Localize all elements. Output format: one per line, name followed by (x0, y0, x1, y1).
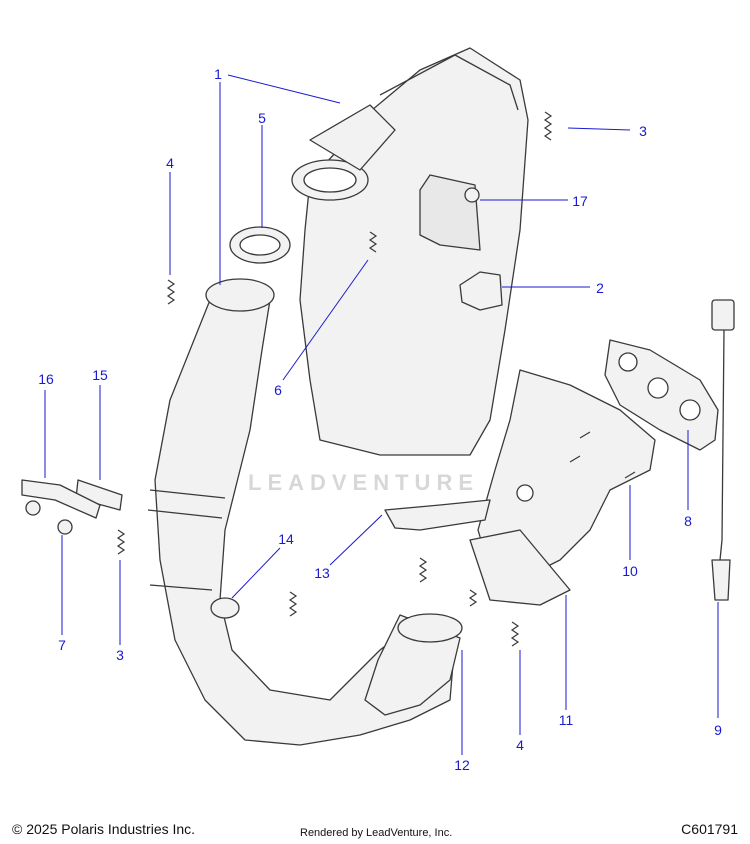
manifold-port (516, 484, 534, 502)
head-pipe-end (205, 278, 275, 312)
callout-11: 11 (558, 712, 574, 728)
spring-3-left (116, 529, 126, 555)
leader-14 (231, 547, 281, 599)
callout-14: 14 (278, 531, 294, 547)
callout-5: 5 (258, 110, 266, 126)
callout-3-top: 3 (639, 123, 647, 139)
copyright-text: © 2025 Polaris Industries Inc. (12, 821, 196, 837)
callout-9: 9 (714, 722, 722, 738)
exhaust-manifold (477, 369, 656, 576)
spring-6 (368, 231, 378, 253)
leader-1 (219, 74, 341, 285)
leader-3-top (567, 127, 631, 131)
callout-16: 16 (38, 371, 54, 387)
head-pipe-band (147, 489, 226, 591)
spring-mid-a (288, 591, 298, 617)
inlet-neck (309, 104, 396, 171)
studs-10 (569, 431, 636, 479)
nut-7b (57, 519, 73, 535)
muffler-window (419, 174, 481, 251)
spring-3-top (543, 111, 553, 141)
spring-4-right (510, 621, 520, 647)
diagram-code: C601791 (681, 821, 738, 837)
callout-10: 10 (622, 563, 638, 579)
muffler-rim (379, 54, 519, 111)
callout-17: 17 (572, 193, 588, 209)
bracket-2 (459, 271, 503, 311)
callout-2: 2 (596, 280, 604, 296)
callout-4-left: 4 (166, 155, 174, 171)
watermark: LEADVENTURE (248, 470, 480, 495)
muffler-inlet-inner (303, 167, 357, 193)
leader-13 (329, 514, 383, 566)
o2-sensor-connector (711, 299, 735, 331)
grommet-14 (210, 597, 240, 619)
o2-sensor (719, 305, 725, 561)
gasket-ring-inner (239, 234, 281, 256)
spring-mid-c (468, 589, 478, 607)
bracket-16 (21, 479, 101, 519)
heat-shield (469, 529, 571, 606)
bracket-13 (384, 499, 491, 531)
muffler-body (299, 47, 529, 456)
callout-1: 1 (214, 66, 222, 82)
callout-13: 13 (314, 565, 330, 581)
leader-6 (282, 259, 369, 381)
callout-6: 6 (274, 382, 282, 398)
callout-7: 7 (58, 637, 66, 653)
nut-7a (25, 500, 41, 516)
bracket-15 (75, 479, 123, 511)
callout-12: 12 (454, 757, 470, 773)
spring-4-left (166, 279, 176, 305)
rendered-by-text: Rendered by LeadVenture, Inc. (300, 827, 453, 839)
callout-8: 8 (684, 513, 692, 529)
callout-4-bottom: 4 (516, 737, 524, 753)
callout-3-left: 3 (116, 647, 124, 663)
stud-17 (464, 187, 480, 203)
spring-mid-b (418, 557, 428, 583)
o2-sensor-probe (711, 559, 731, 601)
callout-15: 15 (92, 367, 108, 383)
